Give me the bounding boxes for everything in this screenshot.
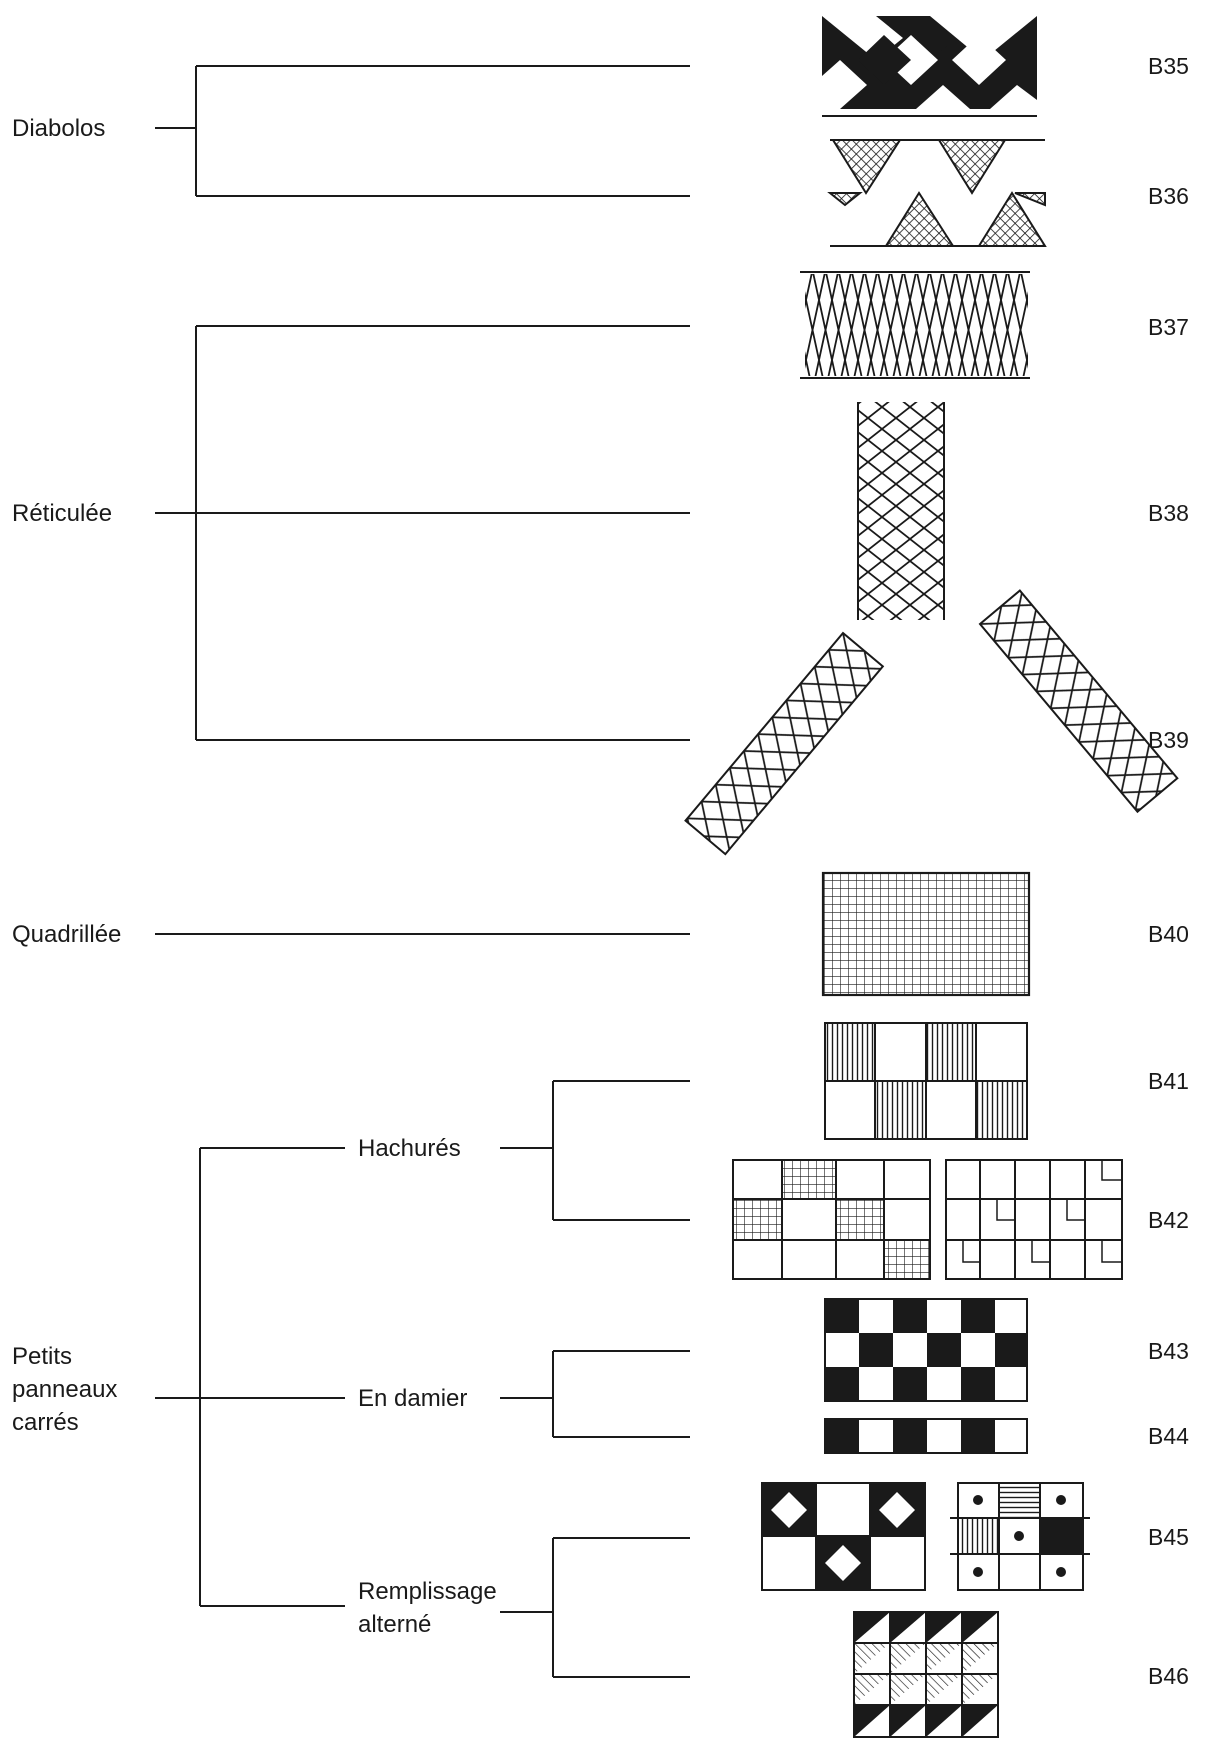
label-petits-line1: Petits bbox=[12, 1343, 72, 1370]
label-petits-line3: carrés bbox=[12, 1409, 79, 1436]
motif-b43 bbox=[825, 1299, 1027, 1401]
code-b43: B43 bbox=[1148, 1338, 1189, 1364]
code-b41: B41 bbox=[1148, 1068, 1189, 1094]
code-b42: B42 bbox=[1148, 1207, 1189, 1233]
motif-b40 bbox=[823, 873, 1029, 995]
tree-lines bbox=[155, 66, 690, 1677]
remplissage-bracket bbox=[500, 1538, 690, 1677]
code-b38: B38 bbox=[1148, 500, 1189, 526]
code-b44: B44 bbox=[1148, 1423, 1189, 1449]
code-b40: B40 bbox=[1148, 921, 1189, 947]
diabolos-bracket bbox=[155, 66, 690, 196]
label-diabolos: Diabolos bbox=[12, 115, 105, 142]
code-b37: B37 bbox=[1148, 314, 1189, 340]
reticulee-bracket bbox=[155, 326, 690, 740]
code-b46: B46 bbox=[1148, 1663, 1189, 1689]
label-petits-line2: panneaux bbox=[12, 1376, 117, 1403]
category-labels: Diabolos Réticulée Quadrillée Petits pan… bbox=[12, 115, 497, 1638]
motif-b42 bbox=[733, 1160, 1122, 1279]
motif-b41 bbox=[825, 1023, 1027, 1139]
label-reticulee: Réticulée bbox=[12, 500, 112, 527]
code-b35: B35 bbox=[1148, 53, 1189, 79]
label-remplissage-line2: alterné bbox=[358, 1611, 431, 1638]
motif-b39 bbox=[686, 591, 1178, 855]
code-b36: B36 bbox=[1148, 183, 1189, 209]
motif-b45 bbox=[762, 1483, 1090, 1590]
en-damier-bracket bbox=[500, 1351, 690, 1437]
motif-b38 bbox=[858, 402, 944, 620]
motif-b35 bbox=[822, 16, 1037, 116]
petits-bracket bbox=[155, 1148, 345, 1606]
motif-b37 bbox=[800, 272, 1030, 378]
motif-b36 bbox=[830, 140, 1045, 246]
label-hachures: Hachurés bbox=[358, 1135, 461, 1162]
label-en-damier: En damier bbox=[358, 1385, 467, 1412]
motif-b46 bbox=[854, 1612, 998, 1737]
motif-b44 bbox=[825, 1419, 1027, 1453]
label-remplissage-line1: Remplissage bbox=[358, 1578, 497, 1605]
code-labels: B35 B36 B37 B38 B39 B40 B41 B42 B43 B44 … bbox=[1148, 53, 1189, 1689]
code-b45: B45 bbox=[1148, 1524, 1189, 1550]
hachures-bracket bbox=[500, 1081, 690, 1220]
label-quadrillee: Quadrillée bbox=[12, 921, 121, 948]
